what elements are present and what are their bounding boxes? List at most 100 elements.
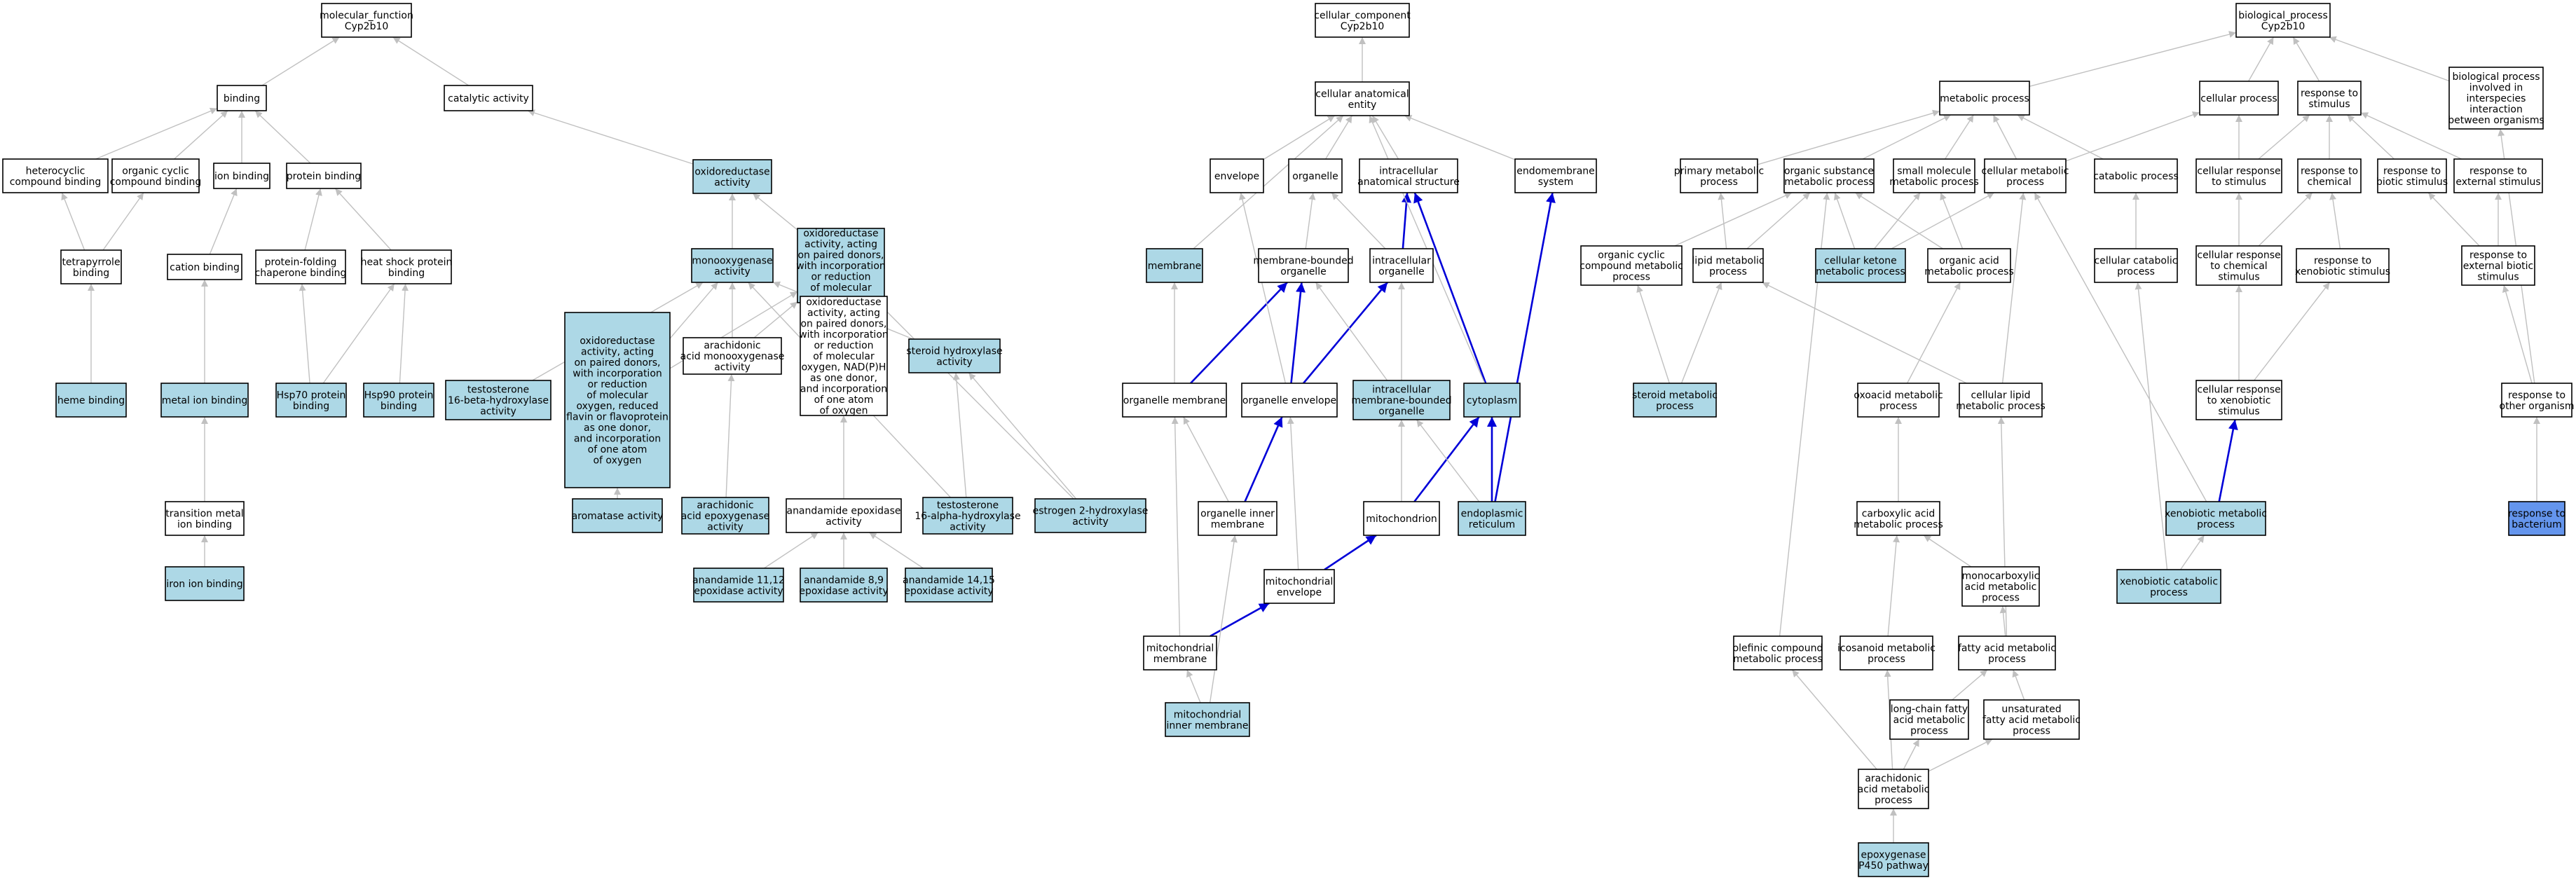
node-label: activity, acting xyxy=(581,346,654,357)
node-envelope[interactable]: envelope xyxy=(1210,158,1264,193)
node-label: with incorporation xyxy=(573,368,662,379)
node-aromatase[interactable]: aromatase activity xyxy=(572,498,664,533)
node-metabolic[interactable]: metabolic process xyxy=(1939,81,2030,116)
node-proteinbinding[interactable]: protein binding xyxy=(286,163,362,189)
node-binding[interactable]: binding xyxy=(217,85,267,111)
node-cytoplasm[interactable]: cytoplasm xyxy=(1463,383,1521,418)
node-orgenv[interactable]: organelle envelope xyxy=(1241,383,1338,418)
edge-ana1112-to-anaepox xyxy=(764,532,818,569)
node-orgmem[interactable]: organelle membrane xyxy=(1122,383,1227,418)
node-cation[interactable]: cation binding xyxy=(167,254,242,280)
node-box xyxy=(1889,699,1969,740)
node-heme[interactable]: heme binding xyxy=(55,383,127,418)
node-mito[interactable]: mitochondrion xyxy=(1363,501,1440,536)
node-organelle[interactable]: organelle xyxy=(1288,158,1343,193)
node-box xyxy=(1857,383,1940,418)
node-catalytic[interactable]: catalytic activity xyxy=(444,85,533,111)
node-cellproc[interactable]: cellular process xyxy=(2199,81,2279,116)
edge-fattyacid-to-celllipid xyxy=(1997,416,2008,637)
node-box xyxy=(255,249,346,284)
node-catabolic[interactable]: catabolic process xyxy=(2093,158,2179,193)
node-metalion[interactable]: metal ion binding xyxy=(160,383,249,418)
node-label: of one atom xyxy=(814,394,874,406)
node-ionbinding[interactable]: ion binding xyxy=(213,163,270,189)
node-label: acid metabolic xyxy=(1893,715,1966,726)
node-iron[interactable]: iron ion binding xyxy=(165,566,245,601)
node-membrane[interactable]: membrane xyxy=(1146,248,1203,283)
